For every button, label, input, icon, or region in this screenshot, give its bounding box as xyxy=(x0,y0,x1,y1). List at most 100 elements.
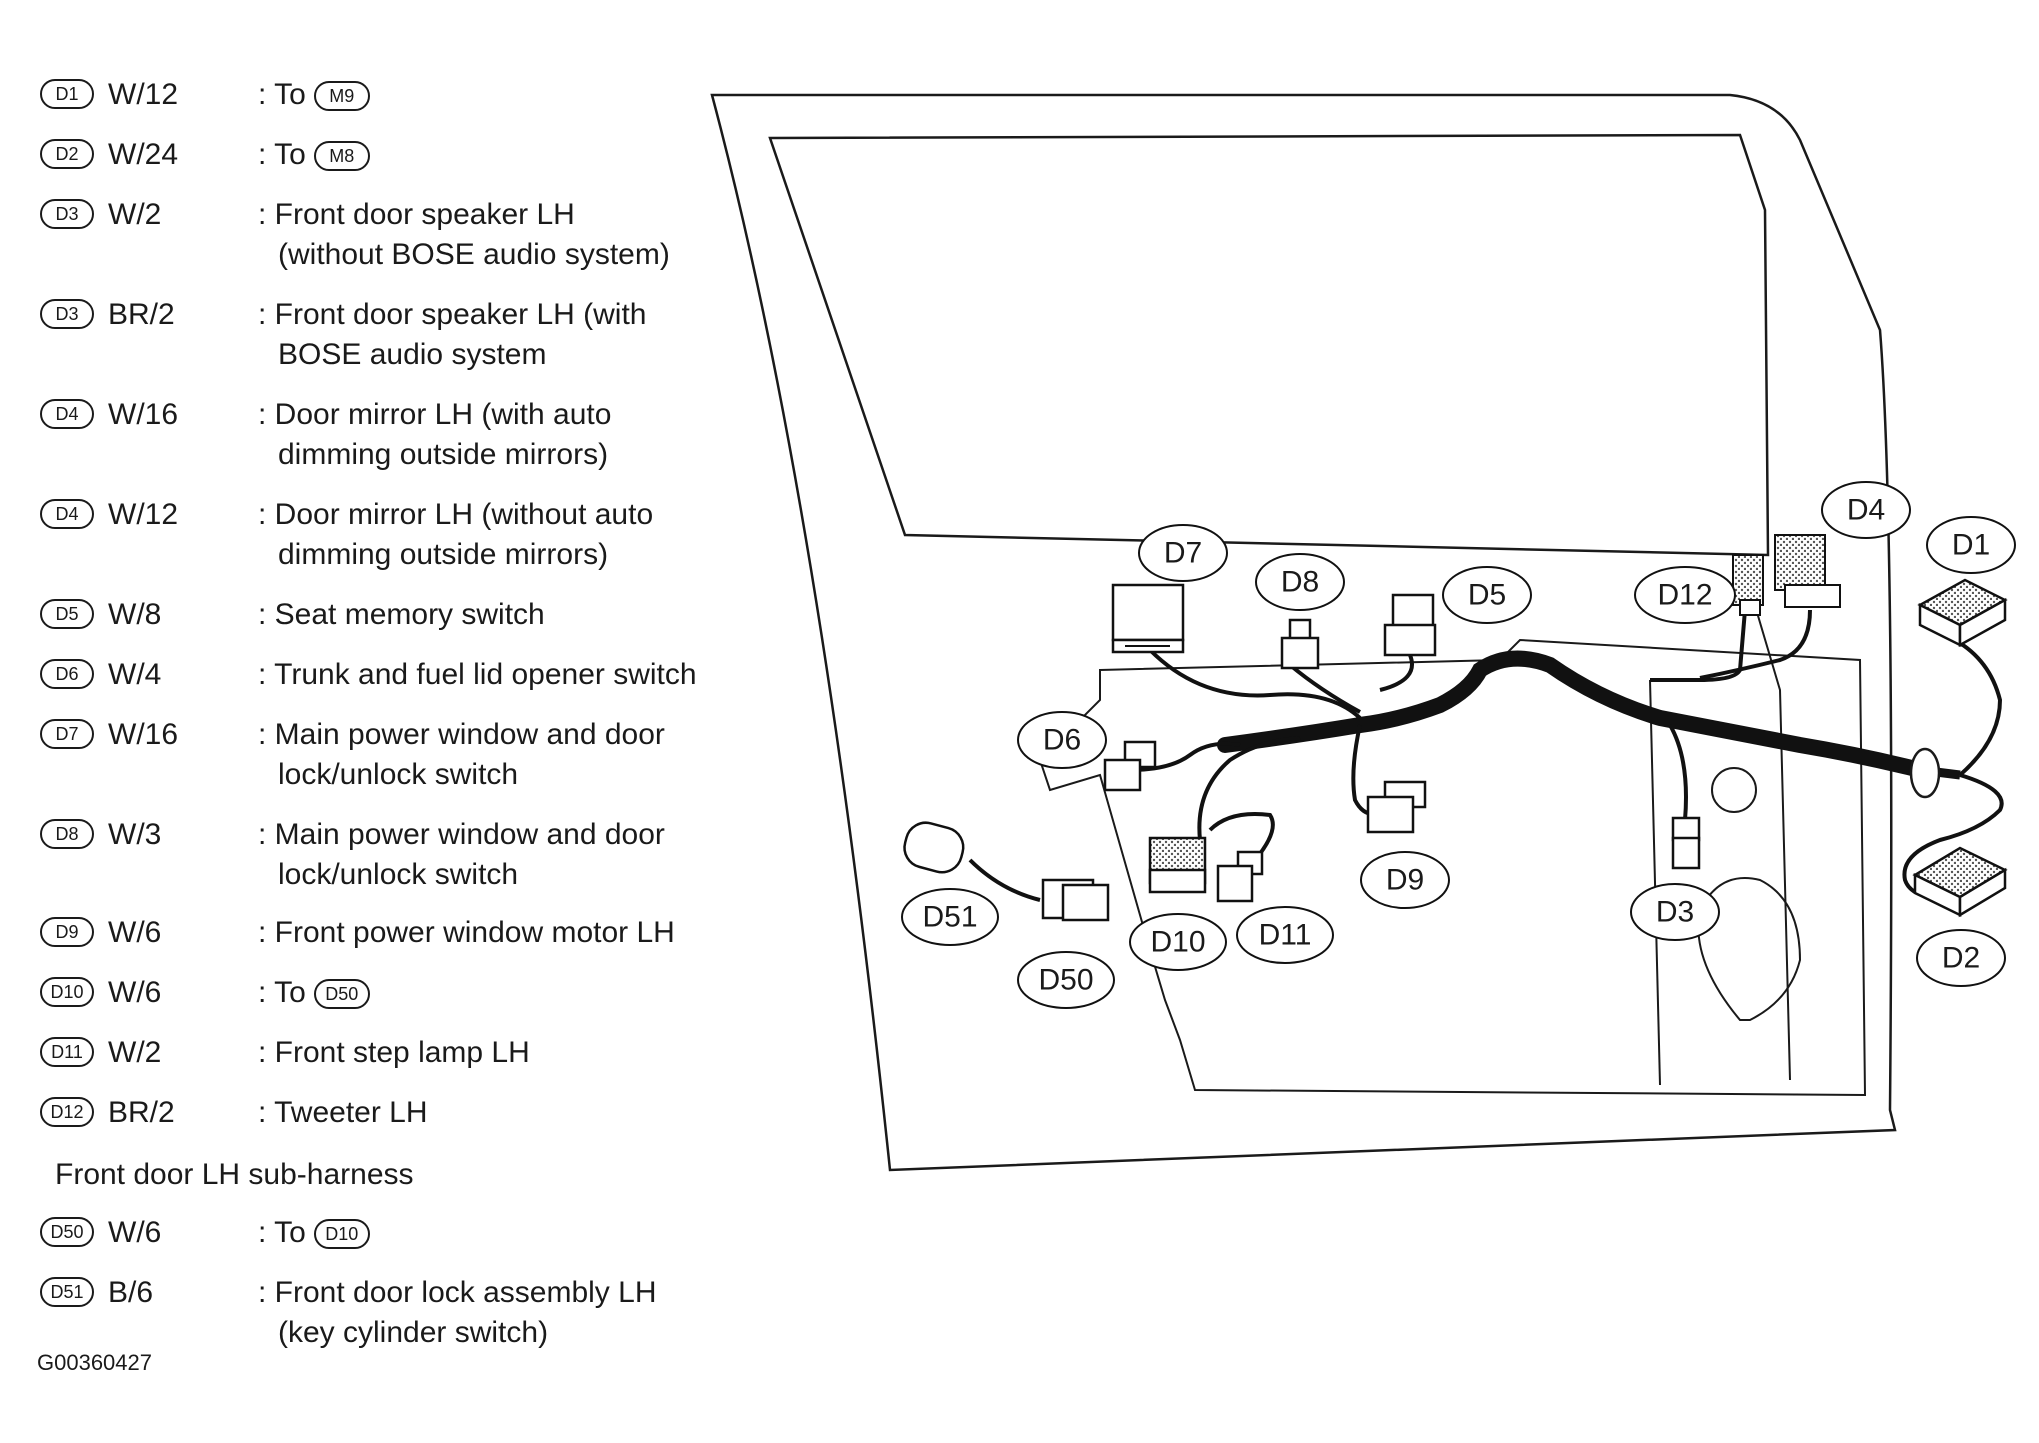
svg-text:D1: D1 xyxy=(1952,529,1990,562)
connector-description-cont: BOSE audio system xyxy=(278,338,547,371)
svg-text:D6: D6 xyxy=(1043,724,1081,757)
connector-badge: D50 xyxy=(40,1217,94,1247)
callout-d51: D51 xyxy=(901,888,999,946)
svg-text:D51: D51 xyxy=(922,901,977,934)
connector-code: W/12 xyxy=(108,498,179,531)
connector-code: W/3 xyxy=(108,818,162,851)
callout-d6: D6 xyxy=(1017,711,1107,769)
connector-description: : To xyxy=(258,138,306,171)
connector-badge: D4 xyxy=(40,399,94,429)
connector-code: B/6 xyxy=(108,1276,154,1309)
svg-text:D11: D11 xyxy=(1259,919,1312,952)
figure-id: G00360427 xyxy=(37,1350,152,1375)
connector-code: W/6 xyxy=(108,1216,162,1249)
svg-text:D50: D50 xyxy=(1038,964,1093,997)
connector-badge: D1 xyxy=(40,79,94,109)
connector-description: : Trunk and fuel lid opener switch xyxy=(258,658,697,691)
connector-badge: D6 xyxy=(40,659,94,689)
connector-d50 xyxy=(1041,878,1110,922)
callout-d7: D7 xyxy=(1138,524,1228,582)
callout-d8: D8 xyxy=(1255,553,1345,611)
connector-d9 xyxy=(1366,780,1427,834)
callout-d12: D12 xyxy=(1634,566,1736,624)
window-frame xyxy=(768,133,1770,557)
connector-d2 xyxy=(1912,846,2008,918)
connector-d5 xyxy=(1383,593,1437,657)
connector-description: : Front door speaker LH (with xyxy=(258,298,647,331)
ref-badge: M8 xyxy=(313,141,370,172)
connector-badge: D11 xyxy=(40,1037,94,1067)
connector-badge: D5 xyxy=(40,599,94,629)
ref-badge: D50 xyxy=(313,979,370,1010)
speaker-opening xyxy=(1697,877,1802,1021)
callout-d3: D3 xyxy=(1630,883,1720,941)
connector-d11 xyxy=(1216,850,1264,903)
connector-badge: D8 xyxy=(40,819,94,849)
connector-d4 xyxy=(1774,534,1841,608)
connector-description: : Seat memory switch xyxy=(258,598,545,631)
connector-d3 xyxy=(1671,816,1701,870)
connector-d10 xyxy=(1148,836,1207,894)
callout-d9: D9 xyxy=(1360,851,1450,909)
svg-text:D4: D4 xyxy=(1847,494,1885,527)
connector-badge: D4 xyxy=(40,499,94,529)
grommet xyxy=(1909,747,1941,799)
connector-d51 xyxy=(903,821,965,874)
connector-code: W/16 xyxy=(108,398,179,431)
connector-description-cont: dimming outside mirrors) xyxy=(278,438,609,471)
connector-description-cont: (key cylinder switch) xyxy=(278,1316,549,1349)
svg-text:D8: D8 xyxy=(1281,566,1319,599)
main-harness xyxy=(1217,650,1928,778)
connector-description-cont: dimming outside mirrors) xyxy=(278,538,609,571)
callout-d11: D11 xyxy=(1236,906,1334,964)
connector-description: : Tweeter LH xyxy=(258,1096,428,1129)
ref-badge: M9 xyxy=(313,81,370,112)
connector-description: : Front step lamp LH xyxy=(258,1036,530,1069)
connector-description: : Main power window and door xyxy=(258,818,665,851)
connector-code: W/6 xyxy=(108,976,162,1009)
branch-wires xyxy=(968,609,2004,902)
connector-code: W/24 xyxy=(108,138,179,171)
connector-code: W/2 xyxy=(108,1036,162,1069)
connector-d6 xyxy=(1103,740,1157,792)
connector-description-cont: lock/unlock switch xyxy=(278,758,519,791)
svg-text:D9: D9 xyxy=(1386,864,1424,897)
connector-d12 xyxy=(1732,554,1764,616)
connector-description: : Front door lock assembly LH xyxy=(258,1276,657,1309)
connector-code: W/4 xyxy=(108,658,162,691)
connector-badge: D9 xyxy=(40,917,94,947)
connector-d7 xyxy=(1111,583,1185,654)
connector-description-cont: lock/unlock switch xyxy=(278,858,519,891)
connector-d8 xyxy=(1280,618,1320,670)
connector-code: BR/2 xyxy=(108,298,175,331)
svg-text:D10: D10 xyxy=(1150,926,1205,959)
connector-badge: D10 xyxy=(40,977,94,1007)
connector-code: W/8 xyxy=(108,598,162,631)
callout-d1: D1 xyxy=(1926,516,2016,574)
connector-code: W/2 xyxy=(108,198,162,231)
connector-description: : Main power window and door xyxy=(258,718,665,751)
connector-description: : Front power window motor LH xyxy=(258,916,675,949)
connector-code: BR/2 xyxy=(108,1096,175,1129)
connector-description: : Door mirror LH (with auto xyxy=(258,398,612,431)
connector-badge: D51 xyxy=(40,1277,94,1307)
connector-badge: D2 xyxy=(40,139,94,169)
connector-description: : Front door speaker LH xyxy=(258,198,575,231)
connector-description: : To xyxy=(258,1216,306,1249)
connector-code: W/16 xyxy=(108,718,179,751)
connector-description: : Door mirror LH (without auto xyxy=(258,498,654,531)
callout-d10: D10 xyxy=(1129,913,1227,971)
svg-text:D5: D5 xyxy=(1468,579,1506,612)
connector-badge: D3 xyxy=(40,199,94,229)
callout-d4: D4 xyxy=(1821,481,1911,539)
connector-code: W/12 xyxy=(108,78,179,111)
ref-badge: D10 xyxy=(313,1219,370,1250)
sub-harness-title: Front door LH sub-harness xyxy=(55,1158,414,1191)
callout-d50: D50 xyxy=(1017,951,1115,1009)
callout-d2: D2 xyxy=(1916,929,2006,987)
connector-d1 xyxy=(1917,578,2008,648)
svg-text:D2: D2 xyxy=(1942,942,1980,975)
connector-description-cont: (without BOSE audio system) xyxy=(278,238,670,271)
